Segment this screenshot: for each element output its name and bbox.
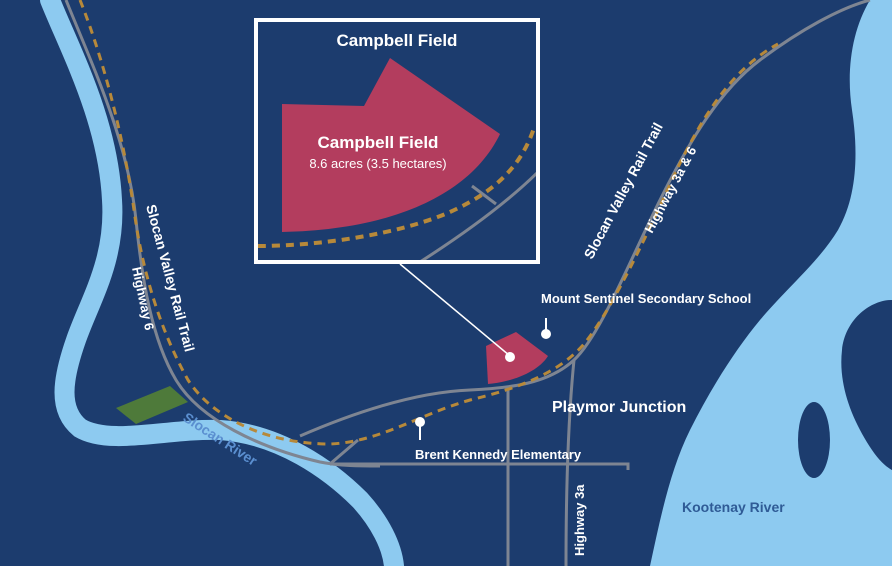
local-road-south: [330, 462, 630, 470]
inset-panel: Campbell Field Campbell Field 8.6 acres …: [254, 18, 540, 264]
label-brent-kennedy-elementary: Brent Kennedy Elementary: [415, 447, 582, 462]
campbell-field-parcel: [486, 332, 548, 384]
inset-road-diagonal: [420, 171, 536, 260]
local-road-connector: [329, 438, 359, 466]
inset-field-area: 8.6 acres (3.5 hectares): [309, 156, 446, 171]
highway-6-road: [64, 0, 381, 468]
rail-trail: [78, 0, 779, 446]
label-kootenay-river: Kootenay River: [682, 499, 785, 515]
brent-kennedy-marker: [415, 417, 425, 427]
park-area: [116, 386, 188, 424]
kootenay-river: [650, 0, 892, 566]
label-playmor-junction: Playmor Junction: [552, 399, 686, 416]
inset-leader-line: [399, 263, 511, 357]
label-mount-sentinel-secondary-school: Mount Sentinel Secondary School: [541, 291, 751, 306]
highway-3a-road: [564, 359, 576, 566]
inset-title: Campbell Field: [337, 31, 458, 50]
kootenay-island-large: [841, 300, 892, 470]
inset-road-short: [471, 184, 497, 206]
mount-sentinel-marker: [541, 329, 551, 339]
label-highway-3a: Highway 3a: [572, 484, 587, 556]
inset-field-name: Campbell Field: [318, 133, 439, 152]
campbell-field-marker: [505, 352, 515, 362]
slocan-river: [40, 0, 404, 566]
kootenay-island-small: [798, 402, 830, 478]
inset-field-shape: [282, 58, 500, 232]
rail-trail-path: [78, 0, 779, 446]
